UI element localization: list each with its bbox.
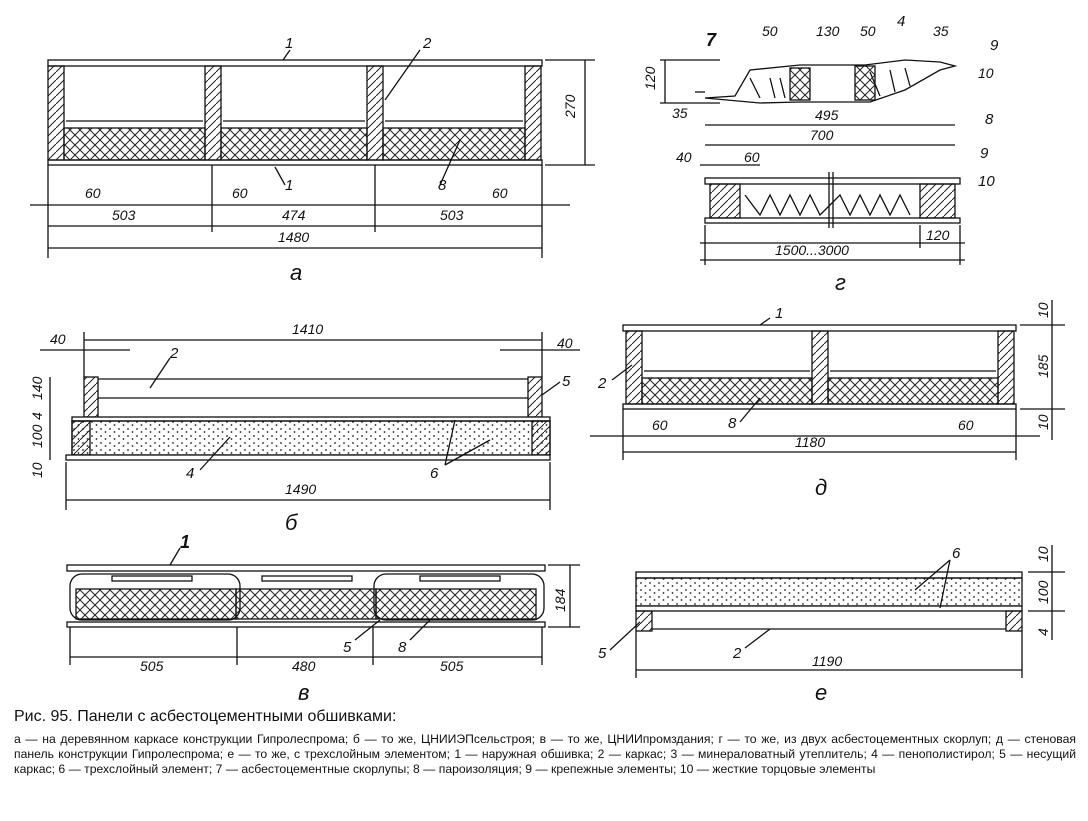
panel-d-caption: д xyxy=(815,475,827,500)
panel-a-caption: а xyxy=(290,260,302,285)
dim-e-2: 100 xyxy=(1035,580,1051,604)
dim-d-5: 60 xyxy=(958,417,974,433)
dim-g-6: 10 xyxy=(978,65,994,81)
label-b-2: 5 xyxy=(562,373,571,390)
dim-a-8: 1480 xyxy=(278,229,309,245)
dim-a-3: 60 xyxy=(232,185,248,201)
label-a-2: 2 xyxy=(422,35,432,52)
label-d-1: 1 xyxy=(775,305,783,322)
dim-v-4: 505 xyxy=(440,658,464,674)
dim-b-4: 140 xyxy=(29,376,45,400)
panel-e-drawing xyxy=(609,545,1065,678)
label-a-3: 1 xyxy=(285,177,293,194)
panel-v-drawing xyxy=(66,547,580,665)
dim-d-6: 1180 xyxy=(795,434,825,450)
dim-g-7: 35 xyxy=(672,105,688,121)
caption-legend: а — на деревянном каркасе конструкции Ги… xyxy=(14,732,1076,776)
dim-e-3: 4 xyxy=(1035,628,1051,636)
dim-g-1: 50 xyxy=(762,23,778,39)
dim-v-1: 184 xyxy=(552,588,568,612)
dim-a-4: 60 xyxy=(492,185,508,201)
figure-drawing: а 270 60 60 60 503 474 503 1480 1 2 1 8 … xyxy=(29,13,1065,705)
label-g-5: 9 xyxy=(980,145,989,162)
dim-g-2: 130 xyxy=(816,23,840,39)
panel-b-drawing xyxy=(40,332,580,510)
dim-g-3: 50 xyxy=(860,23,876,39)
label-v-1: 1 xyxy=(180,532,190,552)
dim-g-4: 35 xyxy=(933,23,949,39)
dim-b-8: 1490 xyxy=(285,481,316,497)
dim-b-2: 40 xyxy=(50,331,66,347)
label-g-6: 10 xyxy=(978,173,995,190)
dim-e-1: 10 xyxy=(1035,546,1051,562)
dim-d-2: 185 xyxy=(1035,354,1051,378)
dim-g-5: 120 xyxy=(642,66,658,90)
dim-v-2: 505 xyxy=(140,658,164,674)
label-g-2: 4 xyxy=(897,13,905,30)
label-v-2: 5 xyxy=(343,639,352,656)
dim-g-10: 40 xyxy=(676,149,692,165)
panel-a-drawing xyxy=(30,49,595,258)
label-d-3: 8 xyxy=(728,415,737,432)
dim-b-6: 100 xyxy=(29,424,45,448)
dim-b-5: 4 xyxy=(29,412,45,420)
figure-caption: Рис. 95. Панели с асбестоцементными обши… xyxy=(14,708,1076,777)
label-b-3: 4 xyxy=(186,465,194,482)
label-a-1: 1 xyxy=(285,35,293,52)
dim-g-12: 1500...3000 xyxy=(775,242,849,258)
label-g-3: 9 xyxy=(990,37,999,54)
dim-d-3: 10 xyxy=(1035,414,1051,430)
label-a-4: 8 xyxy=(438,177,447,194)
label-e-2: 5 xyxy=(598,645,607,662)
label-g-1: 7 xyxy=(706,30,717,50)
dim-g-13: 120 xyxy=(926,227,950,243)
dim-g-11: 60 xyxy=(744,149,760,165)
caption-title: Рис. 95. Панели с асбестоцементными обши… xyxy=(14,708,397,725)
dim-a-2: 60 xyxy=(85,185,101,201)
dim-b-3: 40 xyxy=(557,335,573,351)
panel-g-caption: г xyxy=(835,270,846,295)
label-b-1: 2 xyxy=(169,345,179,362)
dim-v-3: 480 xyxy=(292,658,316,674)
dim-a-6: 474 xyxy=(282,207,306,223)
dim-d-4: 60 xyxy=(652,417,668,433)
label-v-3: 8 xyxy=(398,639,407,656)
dim-g-9: 700 xyxy=(810,127,834,143)
label-e-3: 2 xyxy=(732,645,742,662)
dim-b-1: 1410 xyxy=(292,321,323,337)
dim-g-8: 495 xyxy=(815,107,839,123)
dim-a-7: 503 xyxy=(440,207,464,223)
label-b-4: 6 xyxy=(430,465,439,482)
dim-a-1: 270 xyxy=(562,94,578,119)
panel-d-drawing xyxy=(590,300,1065,460)
panel-g-drawing xyxy=(660,59,965,265)
panel-v-caption: в xyxy=(298,680,309,705)
label-e-1: 6 xyxy=(952,545,961,562)
panel-b-caption: б xyxy=(285,510,299,535)
label-d-2: 2 xyxy=(597,375,607,392)
dim-a-5: 503 xyxy=(112,207,136,223)
panel-e-caption: е xyxy=(815,680,827,705)
dim-d-1: 10 xyxy=(1035,302,1051,318)
dim-e-4: 1190 xyxy=(812,653,842,669)
label-g-4: 8 xyxy=(985,111,994,128)
dim-b-7: 10 xyxy=(29,462,45,478)
